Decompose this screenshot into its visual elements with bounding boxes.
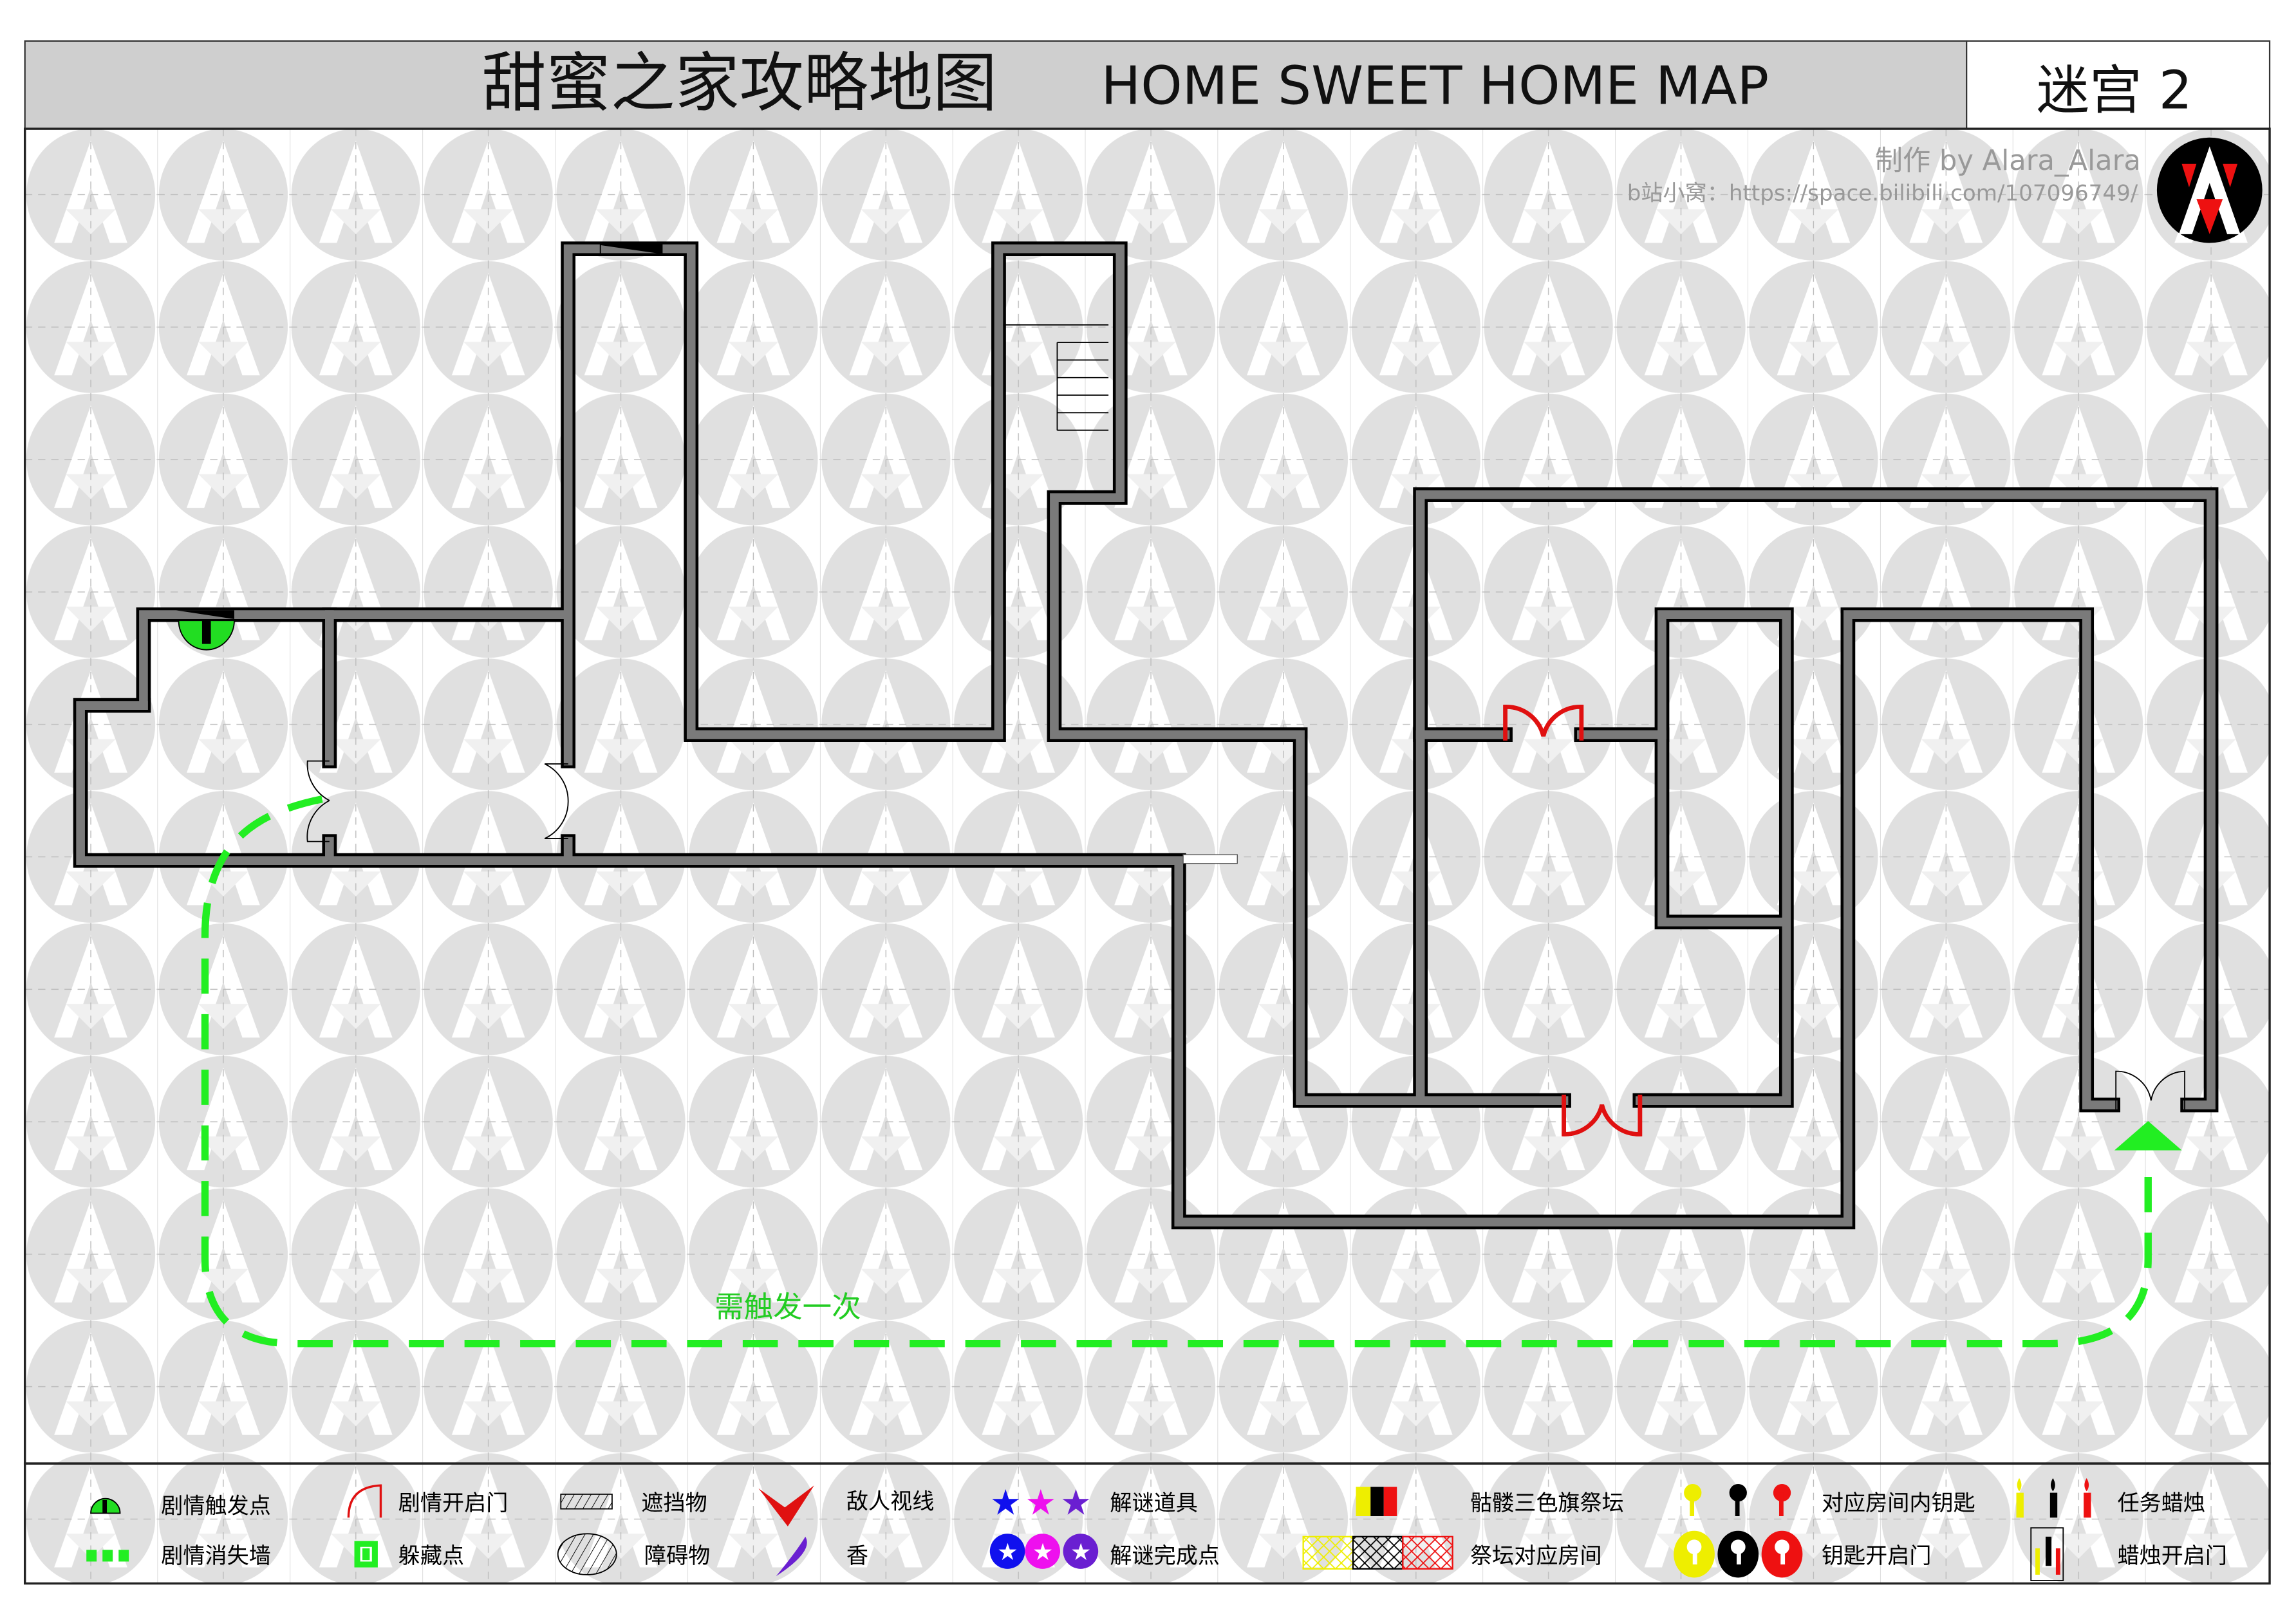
svg-text:★: ★: [1032, 1538, 1054, 1566]
legend-label: 障碍物: [644, 1543, 710, 1569]
route-arrow-icon: [2114, 1120, 2182, 1151]
stairs: [1003, 324, 1109, 431]
door-exit-right[interactable]: [2115, 1070, 2186, 1109]
puzzle-item-icon: ★★★: [990, 1482, 1092, 1523]
story-trigger-point[interactable]: [178, 620, 235, 651]
legend-label: 蜡烛开启门: [2117, 1543, 2227, 1569]
legend-label: 遮挡物: [641, 1490, 707, 1516]
legend-label: 钥匙开启门: [1822, 1543, 1932, 1569]
author-credit: 制作 by Alara_Alara: [1875, 145, 2141, 177]
legend-label: 躲藏点: [398, 1543, 464, 1569]
legend-label: 香: [846, 1543, 868, 1569]
level-label: 迷宫 2: [2037, 60, 2192, 121]
candle-door-icon: [2030, 1527, 2064, 1581]
story-door-upper[interactable]: [1503, 704, 1584, 741]
puzzle-complete-icon: ★ ★ ★: [989, 1534, 1099, 1569]
legend-label: 剧情开启门: [398, 1490, 509, 1516]
legend-label: 解谜完成点: [1110, 1543, 1220, 1569]
task-candle-icon: [2016, 1478, 2091, 1518]
window-frame: [599, 242, 663, 255]
hiding-spot-icon: [354, 1541, 378, 1568]
legend-label: 骷髅三色旗祭坛: [1470, 1490, 1624, 1516]
title-chinese: 甜蜜之家攻略地图: [481, 46, 997, 121]
walls: [73, 241, 2219, 1230]
door-left-room[interactable]: [306, 760, 330, 842]
altar-room-icon: [1302, 1535, 1453, 1570]
legend-label: 剧情消失墙: [161, 1543, 271, 1569]
story-trigger-icon: [90, 1498, 121, 1514]
legend-label: 解谜道具: [1110, 1490, 1197, 1516]
bilibili-link[interactable]: b站小窝：https://space.bilibili.com/10709674…: [1627, 181, 2138, 207]
route-path: 需触发一次: [201, 795, 2182, 1348]
story-door-lower[interactable]: [1562, 1095, 1643, 1136]
title-english: HOME SWEET HOME MAP: [1101, 55, 1769, 116]
legend-label: 对应房间内钥匙: [1822, 1490, 1975, 1516]
incense-icon: [776, 1536, 807, 1577]
room-key-icon: [1684, 1483, 1791, 1516]
enemy-sight-icon: [758, 1485, 814, 1526]
legend: 剧情触发点 剧情消失墙 剧情开启门 躲藏点 遮挡物 障碍物 敌人视线 香 ★★★…: [86, 1478, 2227, 1581]
legend-label: 祭坛对应房间: [1470, 1543, 1602, 1569]
author-logo-icon: [2156, 137, 2263, 243]
legend-frame: [23, 1462, 2271, 1585]
skull-flag-altar-icon: [1356, 1487, 1397, 1516]
legend-label: 剧情触发点: [161, 1493, 271, 1519]
svg-text:★: ★: [990, 1482, 1022, 1523]
door-middle-room[interactable]: [544, 763, 569, 839]
story-door-icon: [347, 1484, 382, 1518]
svg-text:★: ★: [1070, 1538, 1092, 1566]
story-vanish-wall-icon: [86, 1550, 129, 1562]
cover-icon: [560, 1493, 613, 1510]
key-door-icon: [1674, 1530, 1803, 1578]
obstacle-icon: [557, 1533, 617, 1575]
legend-label: 敌人视线: [846, 1489, 934, 1515]
legend-label: 任务蜡烛: [2117, 1490, 2205, 1516]
svg-text:★: ★: [997, 1538, 1018, 1566]
route-note: 需触发一次: [714, 1290, 861, 1324]
svg-text:★: ★: [1025, 1482, 1056, 1523]
header: 甜蜜之家攻略地图 HOME SWEET HOME MAP 迷宫 2: [24, 40, 2271, 130]
window-corridor: [1182, 854, 1238, 864]
svg-text:★: ★: [1060, 1482, 1092, 1523]
